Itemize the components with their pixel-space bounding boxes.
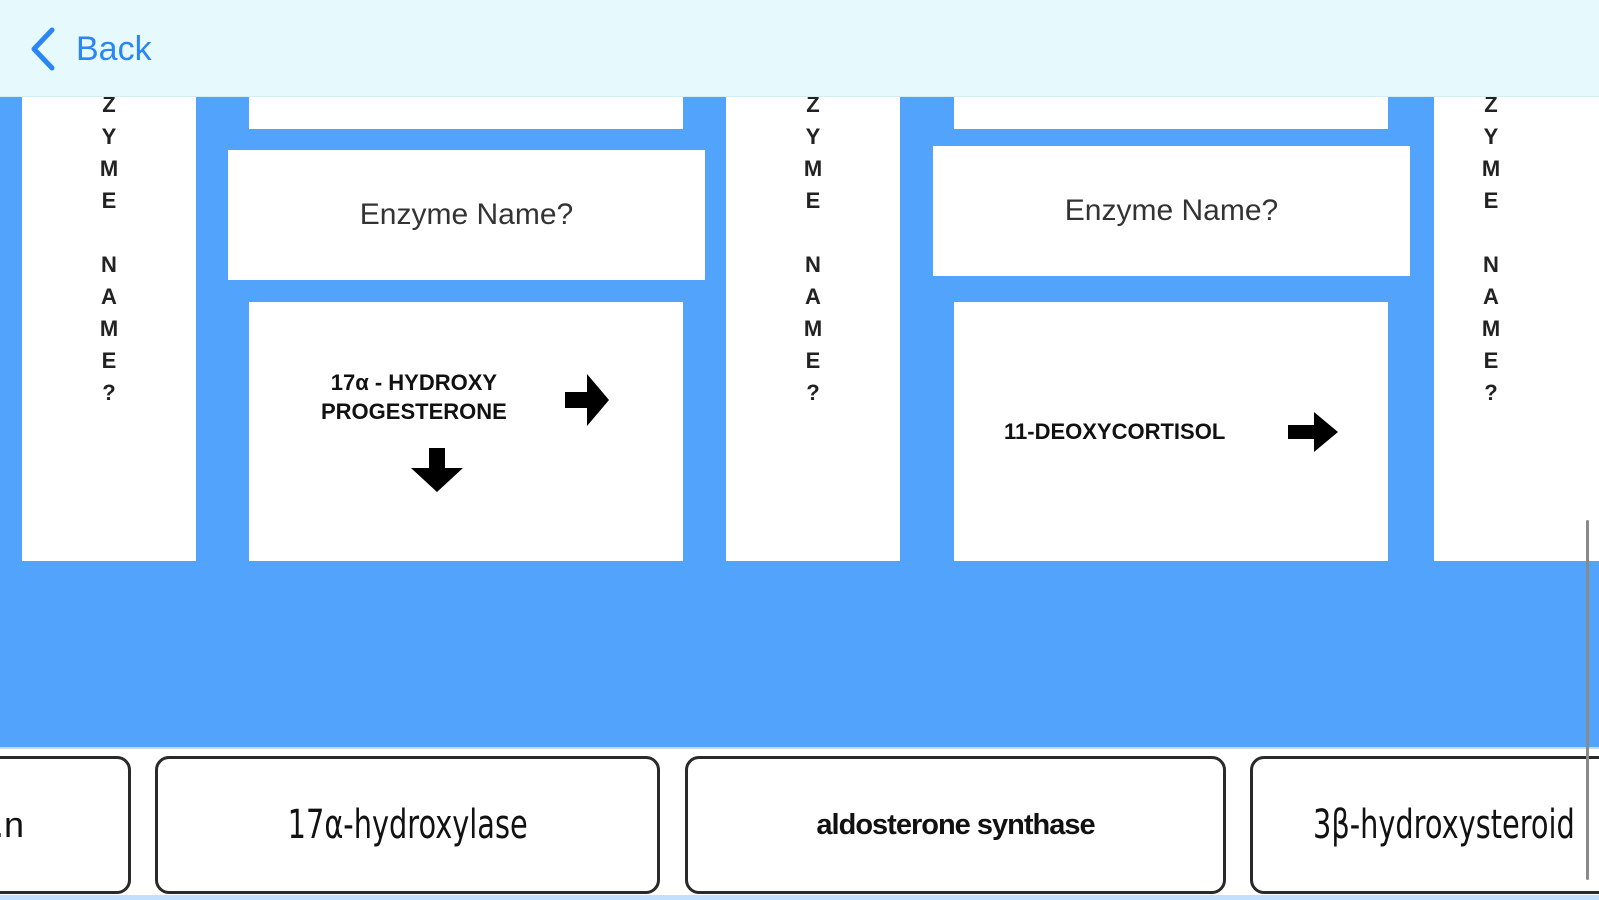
vertical-scrollbar[interactable] — [1586, 520, 1589, 880]
compound-label-1: 17α - HYDROXY PROGESTERONE — [321, 370, 507, 424]
back-button[interactable]: Back — [30, 26, 152, 72]
back-label: Back — [76, 29, 152, 68]
answer-chip-label: aldosterone synthase — [816, 808, 1095, 841]
enzyme-placeholder-vertical: Z Y M E N A M E ? — [1481, 97, 1501, 405]
enzyme-dropzone-1[interactable]: Enzyme Name? — [228, 150, 705, 280]
answer-chip[interactable]: aldosterone synthase — [685, 756, 1226, 894]
answer-chip[interactable]: ...n — [0, 756, 131, 894]
pathway-board: Z Y M E N A M E ? Enzyme Name? 17α - HYD… — [0, 97, 1599, 747]
tray-bottom-edge — [0, 895, 1599, 900]
enzyme-dropzone-vertical-1[interactable]: Z Y M E N A M E ? — [22, 97, 196, 561]
arrow-down-icon — [411, 448, 463, 492]
compound-box-above — [249, 97, 683, 129]
answer-chip-label: 17α-hydroxylase — [287, 802, 528, 848]
compound-box-17oh-progesterone: 17α - HYDROXY PROGESTERONE — [249, 302, 683, 561]
chevron-left-icon — [31, 27, 55, 71]
enzyme-prompt-1: Enzyme Name? — [359, 198, 574, 231]
answer-chip[interactable]: 3β-hydroxysteroid — [1250, 756, 1599, 894]
compound-box-11-deoxycortisol: 11-DEOXYCORTISOL — [954, 302, 1388, 561]
compound-box-above — [954, 97, 1388, 129]
enzyme-dropzone-vertical-3[interactable]: Z Y M E N A M E ? — [1434, 97, 1599, 561]
answer-chip-label: ...n — [0, 804, 24, 845]
arrow-right-icon — [1288, 412, 1338, 452]
answer-chip-label: 3β-hydroxysteroid — [1313, 802, 1575, 848]
enzyme-prompt-2: Enzyme Name? — [1064, 194, 1279, 227]
answer-chip[interactable]: 17α-hydroxylase — [155, 756, 660, 894]
compound-label-2: 11-DEOXYCORTISOL — [1004, 419, 1226, 444]
enzyme-placeholder-vertical: Z Y M E N A M E ? — [99, 97, 119, 405]
enzyme-dropzone-vertical-2[interactable]: Z Y M E N A M E ? — [726, 97, 900, 561]
enzyme-placeholder-vertical: Z Y M E N A M E ? — [803, 97, 823, 405]
arrow-right-icon — [565, 374, 609, 426]
navigation-bar: Back — [0, 0, 1599, 97]
enzyme-dropzone-2[interactable]: Enzyme Name? — [933, 146, 1410, 276]
answer-tray[interactable]: ...n 17α-hydroxylase aldosterone synthas… — [0, 747, 1599, 900]
